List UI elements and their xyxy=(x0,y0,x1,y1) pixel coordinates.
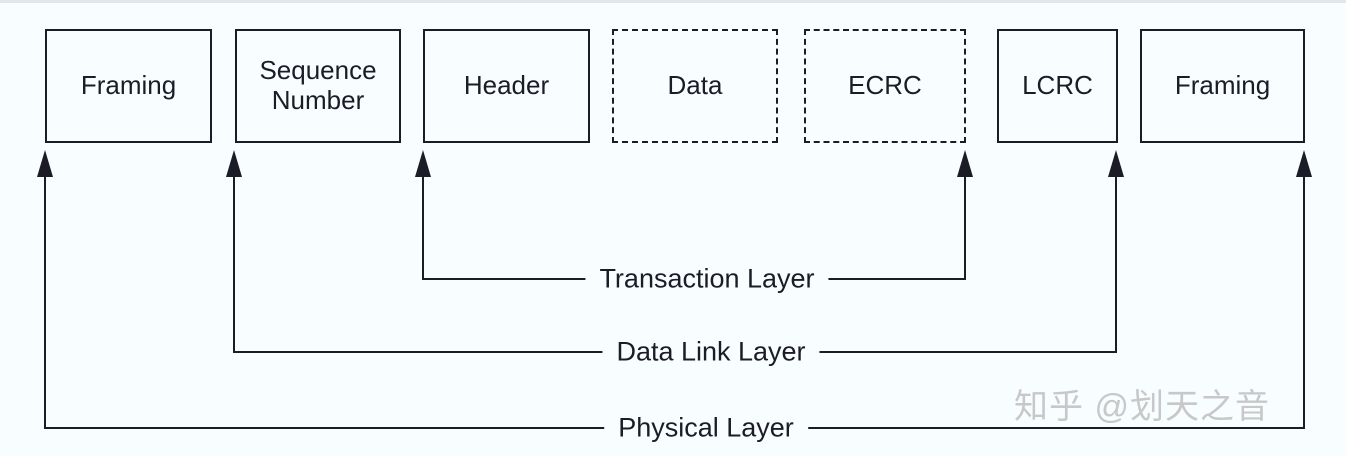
bracket-stem xyxy=(233,172,235,353)
up-arrow-icon xyxy=(415,150,431,177)
box-header: Header xyxy=(423,29,590,143)
box-label: ECRC xyxy=(848,70,922,101)
box-label: LCRC xyxy=(1022,70,1093,101)
top-edge-shadow xyxy=(0,0,1346,3)
box-framing-start: Framing xyxy=(45,29,212,143)
box-sequence-number: Sequence Number xyxy=(235,29,401,143)
box-lcrc: LCRC xyxy=(997,29,1118,143)
box-label: Framing xyxy=(1174,70,1271,101)
bracket-stem xyxy=(1115,172,1117,353)
box-data-optional: Data xyxy=(612,29,778,143)
up-arrow-icon xyxy=(957,150,973,177)
bracket-stem xyxy=(422,172,424,280)
box-label: Data xyxy=(667,70,723,101)
bracket-stem xyxy=(964,172,966,280)
bracket-stem xyxy=(1303,172,1305,429)
bracket-stem xyxy=(44,172,46,429)
watermark: 知乎 @划天之音 xyxy=(1014,388,1270,426)
box-label: Sequence Number xyxy=(259,55,377,115)
box-label: Header xyxy=(463,70,550,101)
box-framing-end: Framing xyxy=(1140,29,1305,143)
up-arrow-icon xyxy=(37,150,53,177)
box-label: Framing xyxy=(80,70,177,101)
up-arrow-icon xyxy=(226,150,242,177)
up-arrow-icon xyxy=(1108,150,1124,177)
box-ecrc-optional: ECRC xyxy=(804,29,966,143)
transaction-layer-label: Transaction Layer xyxy=(585,263,829,295)
physical-layer-label: Physical Layer xyxy=(604,412,808,444)
data-link-layer-label: Data Link Layer xyxy=(602,336,820,368)
up-arrow-icon xyxy=(1296,150,1312,177)
